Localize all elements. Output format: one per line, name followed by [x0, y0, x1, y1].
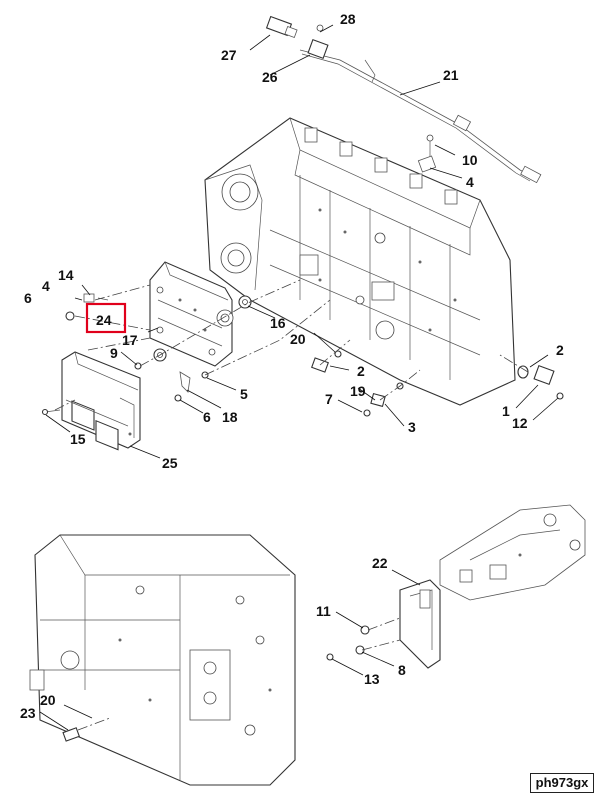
callout-17: 17 — [122, 332, 138, 348]
callout-2-right: 2 — [556, 342, 564, 358]
callout-18: 18 — [222, 409, 238, 425]
callout-9: 9 — [110, 345, 118, 361]
fuel-pump-assembly — [439, 504, 586, 601]
callout-8: 8 — [398, 662, 406, 678]
callout-19: 19 — [350, 383, 366, 399]
callout-7: 7 — [325, 391, 333, 407]
engine-block-upper — [204, 117, 516, 406]
callout-labels: 28 27 26 21 10 4 14 4 6 24 16 17 20 9 2 … — [20, 11, 564, 721]
callout-28: 28 — [340, 11, 356, 27]
callout-10: 10 — [462, 152, 478, 168]
callout-27: 27 — [221, 47, 237, 63]
leader-lines — [39, 24, 559, 731]
callout-23: 23 — [20, 705, 36, 721]
sensor-assembly — [265, 15, 329, 60]
callout-12: 12 — [512, 415, 528, 431]
callout-24: 24 — [96, 312, 112, 328]
engine-block-lower — [29, 534, 296, 786]
mounting-bracket — [326, 579, 441, 669]
callout-11: 11 — [316, 603, 331, 619]
callout-4-left: 4 — [42, 278, 50, 294]
callout-6-lower: 6 — [203, 409, 211, 425]
alignment-lines — [54, 279, 529, 411]
callout-20-lower: 20 — [40, 692, 56, 708]
callout-15: 15 — [70, 431, 86, 447]
callout-4-upper: 4 — [466, 174, 474, 190]
callout-22: 22 — [372, 555, 388, 571]
diagram-reference-label: ph973gx — [530, 773, 594, 793]
callout-13: 13 — [364, 671, 380, 687]
electronic-control-module — [61, 351, 141, 451]
callout-1: 1 — [502, 403, 510, 419]
callout-3: 3 — [408, 419, 416, 435]
fastener-group-right — [417, 134, 437, 173]
ecm-bracket — [149, 261, 234, 367]
callout-14: 14 — [58, 267, 74, 283]
callout-25: 25 — [162, 455, 178, 471]
callout-26: 26 — [262, 69, 278, 85]
callout-20-upper: 20 — [290, 331, 306, 347]
callout-5: 5 — [240, 386, 248, 402]
callout-6-left: 6 — [24, 290, 32, 306]
callout-21: 21 — [443, 67, 459, 83]
wiring-harness — [299, 49, 542, 184]
sensor-lower — [62, 717, 111, 742]
highlight-box — [85, 302, 127, 334]
callout-2-center: 2 — [357, 363, 365, 379]
callout-16: 16 — [270, 315, 286, 331]
